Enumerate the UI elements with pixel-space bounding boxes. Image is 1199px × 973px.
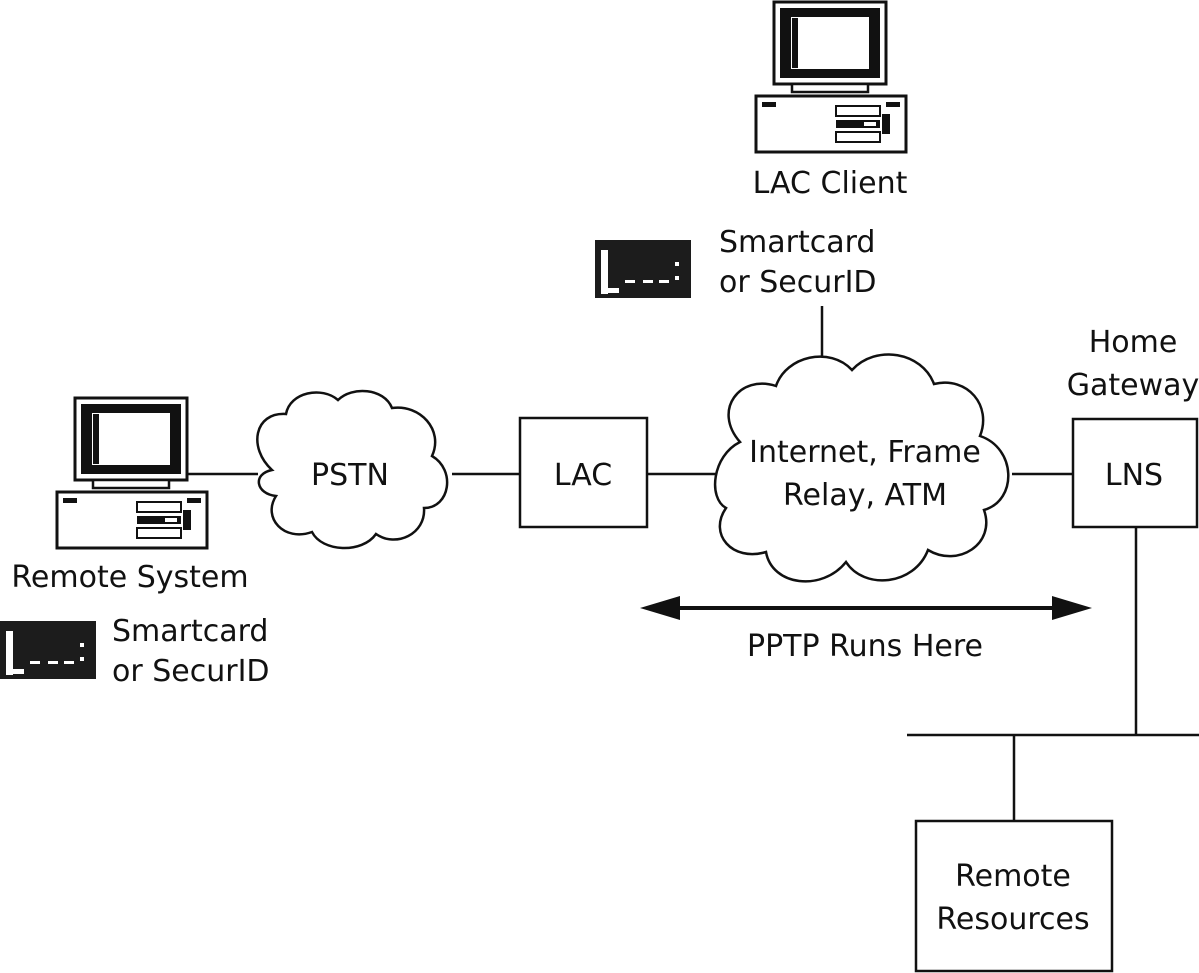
pptp-range-label: PPTP Runs Here [747, 629, 983, 664]
lac-client-label: LAC Client [753, 166, 908, 201]
smartcard-top-icon [595, 240, 691, 298]
home-gateway-label-line2: Gateway [1067, 368, 1199, 403]
internet-cloud [713, 353, 1010, 583]
lac-label: LAC [554, 458, 612, 493]
remote-system-computer-icon [55, 396, 209, 550]
lac-box [518, 416, 649, 529]
token-top-line2: or SecurID [719, 265, 877, 300]
remote-resources-label-line2: Resources [936, 902, 1089, 937]
token-left-line1: Smartcard [112, 614, 268, 649]
remote-system-label: Remote System [11, 560, 248, 595]
pptp-range-arrow [640, 596, 1092, 620]
internet-label-line1: Internet, Frame [749, 435, 981, 470]
internet-label-line2: Relay, ATM [783, 478, 947, 513]
smartcard-left-icon [0, 621, 96, 679]
token-top-line1: Smartcard [719, 225, 875, 260]
pstn-label: PSTN [311, 458, 389, 493]
lns-label: LNS [1105, 458, 1163, 493]
home-gateway-label-line1: Home [1089, 325, 1178, 360]
pstn-cloud [256, 389, 449, 550]
remote-resources-box [914, 819, 1114, 973]
lac-client-computer-icon [754, 0, 908, 154]
token-left-line2: or SecurID [112, 654, 270, 689]
lns-box [1071, 417, 1199, 529]
remote-resources-label-line1: Remote [955, 859, 1071, 894]
